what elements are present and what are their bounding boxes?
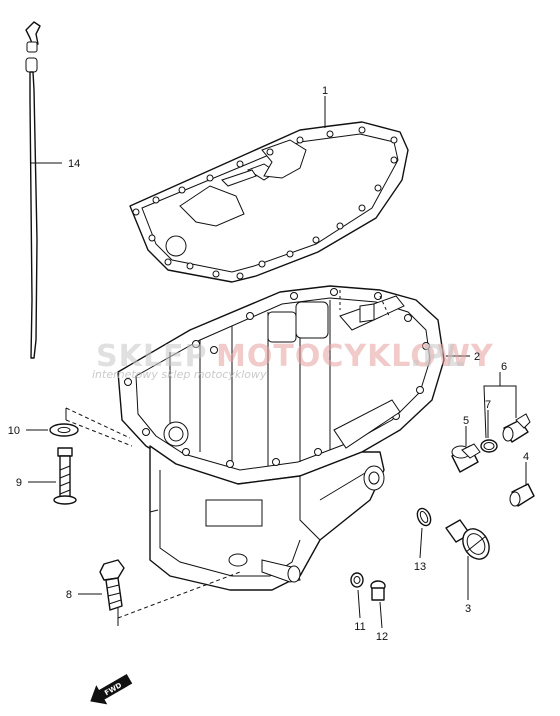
callout-11: 11 bbox=[354, 621, 365, 633]
washer-11 bbox=[350, 572, 364, 588]
callout-1: 1 bbox=[322, 85, 328, 97]
callout-numbers: 1 2 3 4 5 6 7 8 9 10 11 12 13 14 bbox=[8, 85, 529, 643]
callout-5: 5 bbox=[463, 415, 469, 427]
plug-5 bbox=[451, 443, 481, 473]
drain-plug bbox=[445, 519, 490, 560]
callout-8: 8 bbox=[66, 589, 72, 601]
watermark-part-b: MOTOCYKLOWY bbox=[216, 339, 494, 374]
oil-pan bbox=[117, 285, 445, 591]
o-ring-13 bbox=[416, 507, 432, 527]
long-bolt bbox=[53, 447, 77, 505]
fwd-arrow-icon: FWD bbox=[90, 673, 133, 705]
callout-13: 13 bbox=[414, 561, 426, 573]
callout-14: 14 bbox=[68, 158, 80, 170]
callout-6: 6 bbox=[501, 361, 507, 373]
gasket bbox=[129, 121, 409, 283]
fwd-label: FWD bbox=[103, 681, 123, 697]
callout-10: 10 bbox=[8, 425, 20, 437]
watermark: SKLEP MOTOCYKLOWY .PL internetowy sklep … bbox=[92, 339, 494, 381]
pan-bolt bbox=[99, 559, 125, 611]
watermark-part-c: .PL bbox=[410, 339, 466, 374]
plug-6 bbox=[502, 413, 531, 443]
callout-12: 12 bbox=[376, 631, 388, 643]
callout-2: 2 bbox=[474, 351, 480, 363]
watermark-subtitle: internetowy sklep motocyklowy bbox=[92, 368, 267, 381]
callout-4: 4 bbox=[523, 451, 529, 463]
small-bolt-12 bbox=[370, 580, 386, 601]
plug-4 bbox=[509, 483, 535, 507]
leader-lines bbox=[26, 96, 527, 629]
watermark-part-a: SKLEP bbox=[96, 339, 207, 374]
callout-3: 3 bbox=[465, 603, 471, 615]
dipstick bbox=[25, 21, 41, 359]
callout-7: 7 bbox=[485, 399, 491, 411]
callout-9: 9 bbox=[16, 477, 22, 489]
washer bbox=[49, 423, 79, 437]
o-ring-7 bbox=[480, 439, 498, 453]
